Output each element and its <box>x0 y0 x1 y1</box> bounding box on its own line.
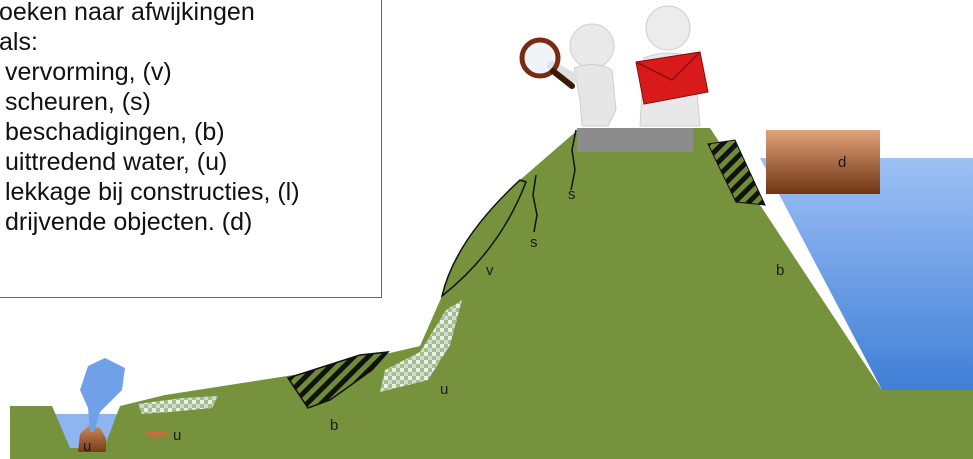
water-jet <box>80 358 125 432</box>
crack-top <box>570 129 577 191</box>
magnifier-icon <box>519 37 575 89</box>
ditch-mound <box>78 426 106 452</box>
river-water <box>760 158 973 390</box>
legend-box: oeken naar afwijkingen als: vervorming, … <box>0 0 382 298</box>
damage-area-right <box>707 139 766 206</box>
crack-mid <box>532 174 538 233</box>
legend-intro-line-1: oeken naar afwijkingen <box>0 0 255 26</box>
seepage-area-left <box>138 396 218 414</box>
label-b-right: b <box>776 262 784 279</box>
label-u-mid: u <box>440 381 448 398</box>
legend-item-vervorming: vervorming, (v) <box>0 57 300 87</box>
dike-body <box>10 128 973 459</box>
label-d: d <box>838 154 846 171</box>
legend-item-scheuren: scheuren, (s) <box>0 87 300 117</box>
seep-mark <box>145 431 169 437</box>
label-s-top: s <box>568 186 576 203</box>
label-v: v <box>486 262 494 279</box>
legend-item-uittredend-water: uittredend water, (u) <box>0 147 300 177</box>
legend-item-drijvende-objecten: drijvende objecten. (d) <box>0 207 300 237</box>
label-b-bottom: b <box>330 417 338 434</box>
envelope-icon <box>635 51 709 105</box>
crest-road <box>577 128 693 152</box>
legend-intro-line-2: als: <box>0 28 38 56</box>
label-s-mid: s <box>530 234 538 251</box>
deformation-area <box>440 179 527 298</box>
legend-list: vervorming, (v) scheuren, (s) beschadigi… <box>0 57 300 237</box>
label-u-ditch: u <box>83 438 91 455</box>
floating-object <box>766 130 880 194</box>
seepage-area-slope <box>380 300 462 392</box>
legend-intro: oeken naar afwijkingen als: <box>0 0 255 57</box>
legend-item-lekkage: lekkage bij constructies, (l) <box>0 177 300 207</box>
label-u-left: u <box>173 427 181 444</box>
legend-item-beschadigingen: beschadigingen, (b) <box>0 117 300 147</box>
damage-area-bottom <box>286 351 390 409</box>
inspector-figure <box>547 23 617 127</box>
